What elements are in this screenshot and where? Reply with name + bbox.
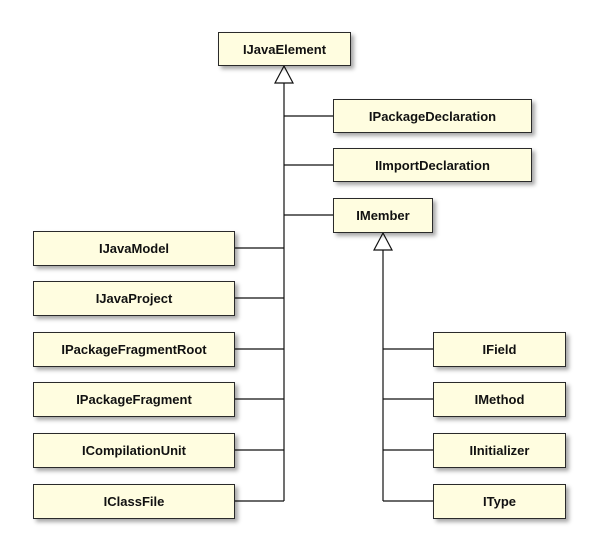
inheritance-arrowhead-imember (373, 231, 393, 251)
node-ijavaproject: IJavaProject (33, 281, 235, 316)
node-ijavaelement: IJavaElement (218, 32, 351, 66)
node-iinitializer: IInitializer (433, 433, 566, 468)
node-iimportdeclaration: IImportDeclaration (333, 148, 532, 182)
node-ipackagefragment: IPackageFragment (33, 382, 235, 417)
node-ipackagedeclaration: IPackageDeclaration (333, 99, 532, 133)
node-itype: IType (433, 484, 566, 519)
node-ifield: IField (433, 332, 566, 367)
node-imethod: IMethod (433, 382, 566, 417)
node-iclassfile: IClassFile (33, 484, 235, 519)
node-imember: IMember (333, 198, 433, 233)
node-icompilationunit: ICompilationUnit (33, 433, 235, 468)
inheritance-arrowhead-root (274, 64, 294, 84)
node-ijavamodel: IJavaModel (33, 231, 235, 266)
node-ipackagefragmentroot: IPackageFragmentRoot (33, 332, 235, 367)
